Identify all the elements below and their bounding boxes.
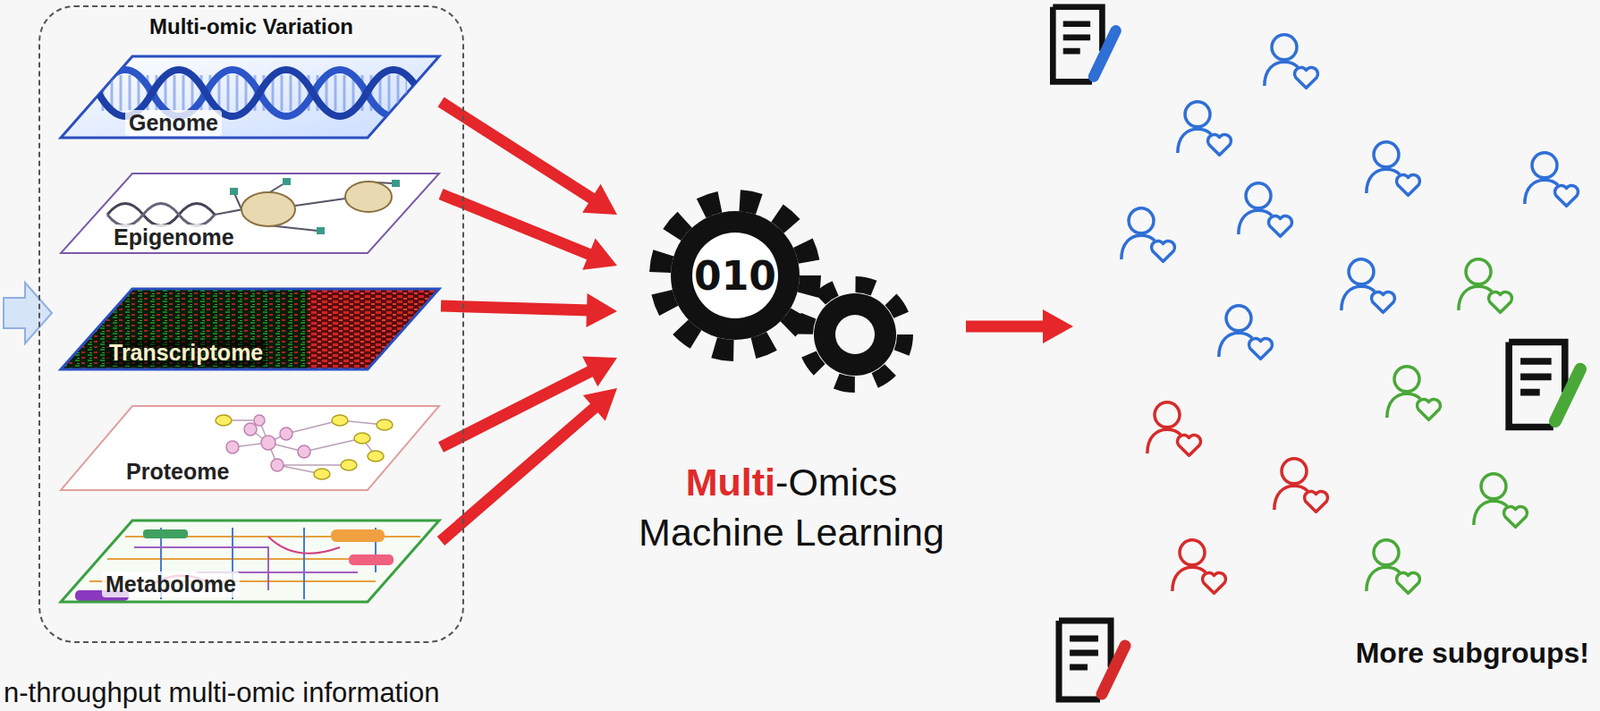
layer-label: Proteome xyxy=(122,458,233,485)
arrow-head xyxy=(583,388,618,422)
caption-note: n-throughput multi-omic information xyxy=(3,677,441,710)
flow-arrow xyxy=(440,293,618,328)
flow-arrow xyxy=(440,388,618,542)
flow-arrow xyxy=(440,101,618,215)
layer-label: Transcriptome xyxy=(105,339,267,366)
layer-label: Epigenome xyxy=(110,224,238,251)
omics-layer: Metabolome xyxy=(62,522,441,604)
omics-layer: Proteome xyxy=(62,407,441,492)
omics-layer: Transcriptome xyxy=(62,290,441,372)
flow-arrow xyxy=(440,194,618,271)
arrow-shaft xyxy=(440,406,597,542)
binary-digits: 010 xyxy=(694,253,777,299)
engine-caption: Multi-Omics Machine Learning xyxy=(617,457,966,559)
layer-label: Genome xyxy=(125,110,222,136)
dashed-group-box: Multi-omic VariationGenomeEpigenomeTrans… xyxy=(38,5,465,644)
caption-part: -Omics Machine Learning xyxy=(638,460,945,554)
flow-arrow xyxy=(965,309,1074,344)
ml-engine: Multi-Omics Machine Learning xyxy=(617,178,966,564)
arrow-head xyxy=(582,238,618,271)
arrow-head xyxy=(582,355,618,387)
layer-label: Metabolome xyxy=(101,571,240,598)
result-note: More subgroups! xyxy=(1355,636,1590,670)
arrow-head xyxy=(1042,309,1074,344)
caption-part: Multi xyxy=(685,460,776,504)
flow-arrow xyxy=(440,355,618,448)
arrow-shaft xyxy=(965,321,1047,333)
omics-layer: Epigenome xyxy=(62,175,441,255)
patient-cluster: More subgroups! xyxy=(1073,0,1600,711)
group-title: Multi-omic Variation xyxy=(40,14,463,40)
omics-layer: Genome xyxy=(62,58,441,140)
arrow-head xyxy=(582,184,618,215)
arrow-head xyxy=(585,293,618,328)
